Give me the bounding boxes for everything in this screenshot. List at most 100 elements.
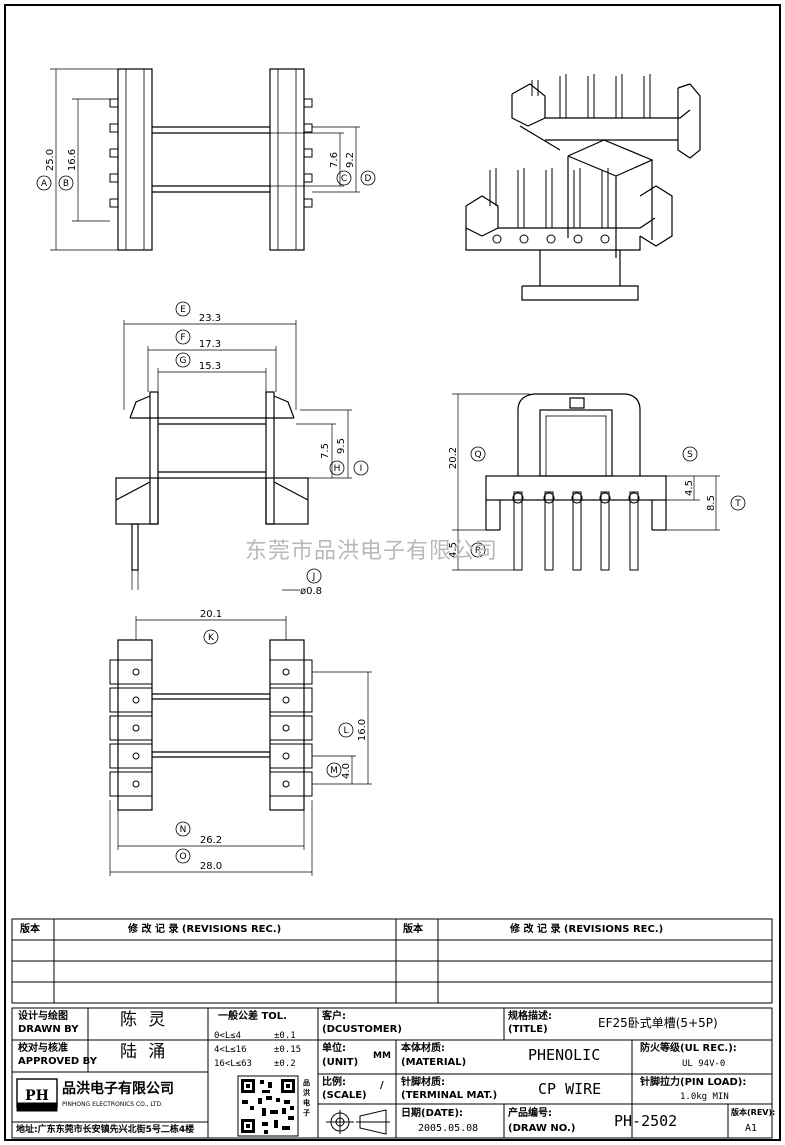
label-T: T <box>734 499 741 509</box>
date-value: 2005.05.08 <box>418 1123 479 1134</box>
label-Q: Q <box>474 450 481 460</box>
watermark: 东莞市品洪电子有限公司 <box>245 539 499 564</box>
top-left-view: 25.0 16.6 7.6 9.2 A B C D <box>36 68 376 251</box>
terminal-en: (TERMINAL MAT.) <box>401 1090 498 1101</box>
company-logo <box>16 1078 58 1112</box>
rev-col-record-left: 修 改 记 录 (REVISIONS REC.) <box>128 924 282 935</box>
title-block-grid <box>11 1007 773 1139</box>
projection-symbol-icon <box>326 1109 390 1135</box>
label-G: G <box>180 356 187 366</box>
dim-23-3: 23.3 <box>199 313 221 324</box>
company-address: 地址:广东东莞市长安镇先兴北街5号二栋4楼 <box>16 1125 195 1135</box>
approved-by-en: APPROVED BY <box>18 1056 97 1067</box>
designer-name: 陈 灵 <box>120 1010 169 1030</box>
tol-val-1: ±0.1 <box>274 1031 296 1041</box>
approver-name: 陆 涌 <box>120 1042 169 1062</box>
tol-range-3: 16<L≤63 <box>214 1059 252 1069</box>
fire-rating-cn: 防火等级(UL REC.): <box>640 1043 737 1054</box>
material-value: PHENOLIC <box>528 1046 601 1064</box>
dim-0-8: ø0.8 <box>300 586 322 597</box>
customer-cn: 客户: <box>322 1011 346 1022</box>
drawno-value: PH-2502 <box>614 1112 678 1130</box>
label-O: O <box>179 852 186 862</box>
scale-cn: 比例: <box>322 1077 346 1088</box>
tol-range-2: 4<L≤16 <box>214 1045 247 1055</box>
terminal-cn: 针脚材质: <box>401 1077 445 1088</box>
label-E: E <box>180 305 186 315</box>
dim-15-3: 15.3 <box>199 361 221 372</box>
rev-col-version-right: 版本 <box>403 924 423 935</box>
front-view: 23.3 17.3 15.3 7.5 9.5 ø0.8 E F G H I J <box>115 301 369 597</box>
label-C: C <box>341 174 347 184</box>
dim-4-0: 4.0 <box>341 763 352 779</box>
company-name-en: PINHONG ELECTRONICS CO., LTD. <box>62 1101 164 1108</box>
rev-col-version-left: 版本 <box>20 924 40 935</box>
unit-cn: 单位: <box>322 1043 346 1054</box>
material-en: (MATERIAL) <box>401 1057 467 1068</box>
label-R: R <box>475 546 481 556</box>
dim-4-5: 4.5 <box>684 480 695 496</box>
tol-range-1: 0<L≤4 <box>214 1031 242 1041</box>
dim-26-2: 26.2 <box>200 835 222 846</box>
qr-code <box>237 1075 299 1137</box>
dim-25: 25.0 <box>45 149 56 171</box>
side-view: 20.2 4.5 4.5 8.5 Q R S T <box>448 393 746 571</box>
approved-by-cn: 校对与核准 <box>18 1043 68 1054</box>
dim-7-6: 7.6 <box>329 152 340 168</box>
tol-val-2: ±0.15 <box>274 1045 302 1055</box>
isometric-view <box>465 74 701 301</box>
label-S: S <box>687 450 693 460</box>
label-D: D <box>365 174 372 184</box>
label-M: M <box>330 766 338 776</box>
dim-9-5: 9.5 <box>336 438 347 454</box>
label-I: I <box>360 464 363 474</box>
dim-8-5: 8.5 <box>706 495 717 511</box>
dim-17-3: 17.3 <box>199 339 221 350</box>
material-cn: 本体材质: <box>401 1043 445 1054</box>
terminal-value: CP WIRE <box>538 1080 602 1098</box>
date-cn: 日期(DATE): <box>401 1108 464 1119</box>
revision-value: A1 <box>745 1123 758 1134</box>
bottom-view: 20.1 16.0 4.0 26.2 28.0 K L M N O <box>109 609 372 876</box>
designed-by-cn: 设计与绘图 <box>18 1011 68 1022</box>
label-B: B <box>63 179 69 189</box>
title-cn: 规格描述: <box>508 1011 552 1022</box>
title-en: (TITLE) <box>508 1024 548 1035</box>
qr-side-text: 品洪电子 <box>303 1079 310 1117</box>
sheet-border <box>4 4 781 1141</box>
tolerance-title: 一般公差 TOL. <box>218 1011 287 1022</box>
label-H: H <box>334 464 341 474</box>
label-L: L <box>343 726 348 736</box>
scale-en: (SCALE) <box>322 1090 367 1101</box>
dim-7-5: 7.5 <box>320 443 331 459</box>
dim-16-6: 16.6 <box>67 149 78 171</box>
pin-load-cn: 针脚拉力(PIN LOAD): <box>640 1077 747 1088</box>
title-value: EF25卧式单槽(5+5P) <box>598 1016 718 1030</box>
unit-value: MM <box>373 1051 391 1061</box>
label-F: F <box>180 333 185 343</box>
designed-by-en: DRAWN BY <box>18 1024 79 1035</box>
scale-value: / <box>380 1080 384 1091</box>
dim-20-2: 20.2 <box>448 447 459 469</box>
rev-col-record-right: 修 改 记 录 (REVISIONS REC.) <box>510 924 664 935</box>
dim-20-1: 20.1 <box>200 609 222 620</box>
customer-en: (DCUSTOMER) <box>322 1024 402 1035</box>
dim-28-0: 28.0 <box>200 861 222 872</box>
dim-16-0: 16.0 <box>357 719 368 741</box>
dim-9-2: 9.2 <box>345 152 356 168</box>
drawno-cn: 产品编号: <box>508 1108 552 1119</box>
label-A: A <box>41 179 48 189</box>
pin-load-value: 1.0kg MIN <box>680 1092 729 1102</box>
revision-table <box>11 918 773 1004</box>
unit-en: (UNIT) <box>322 1057 359 1068</box>
dim-4-5-pin: 4.5 <box>448 542 459 558</box>
logo-text: PH <box>25 1088 49 1104</box>
company-name-cn: 品洪电子有限公司 <box>62 1081 174 1097</box>
tol-val-3: ±0.2 <box>274 1059 296 1069</box>
revision-cn: 版本(REV): <box>731 1108 776 1117</box>
fire-rating-value: UL 94V-0 <box>682 1059 726 1069</box>
drawno-en: (DRAW NO.) <box>508 1123 576 1134</box>
label-J: J <box>312 572 316 582</box>
label-K: K <box>208 633 215 643</box>
